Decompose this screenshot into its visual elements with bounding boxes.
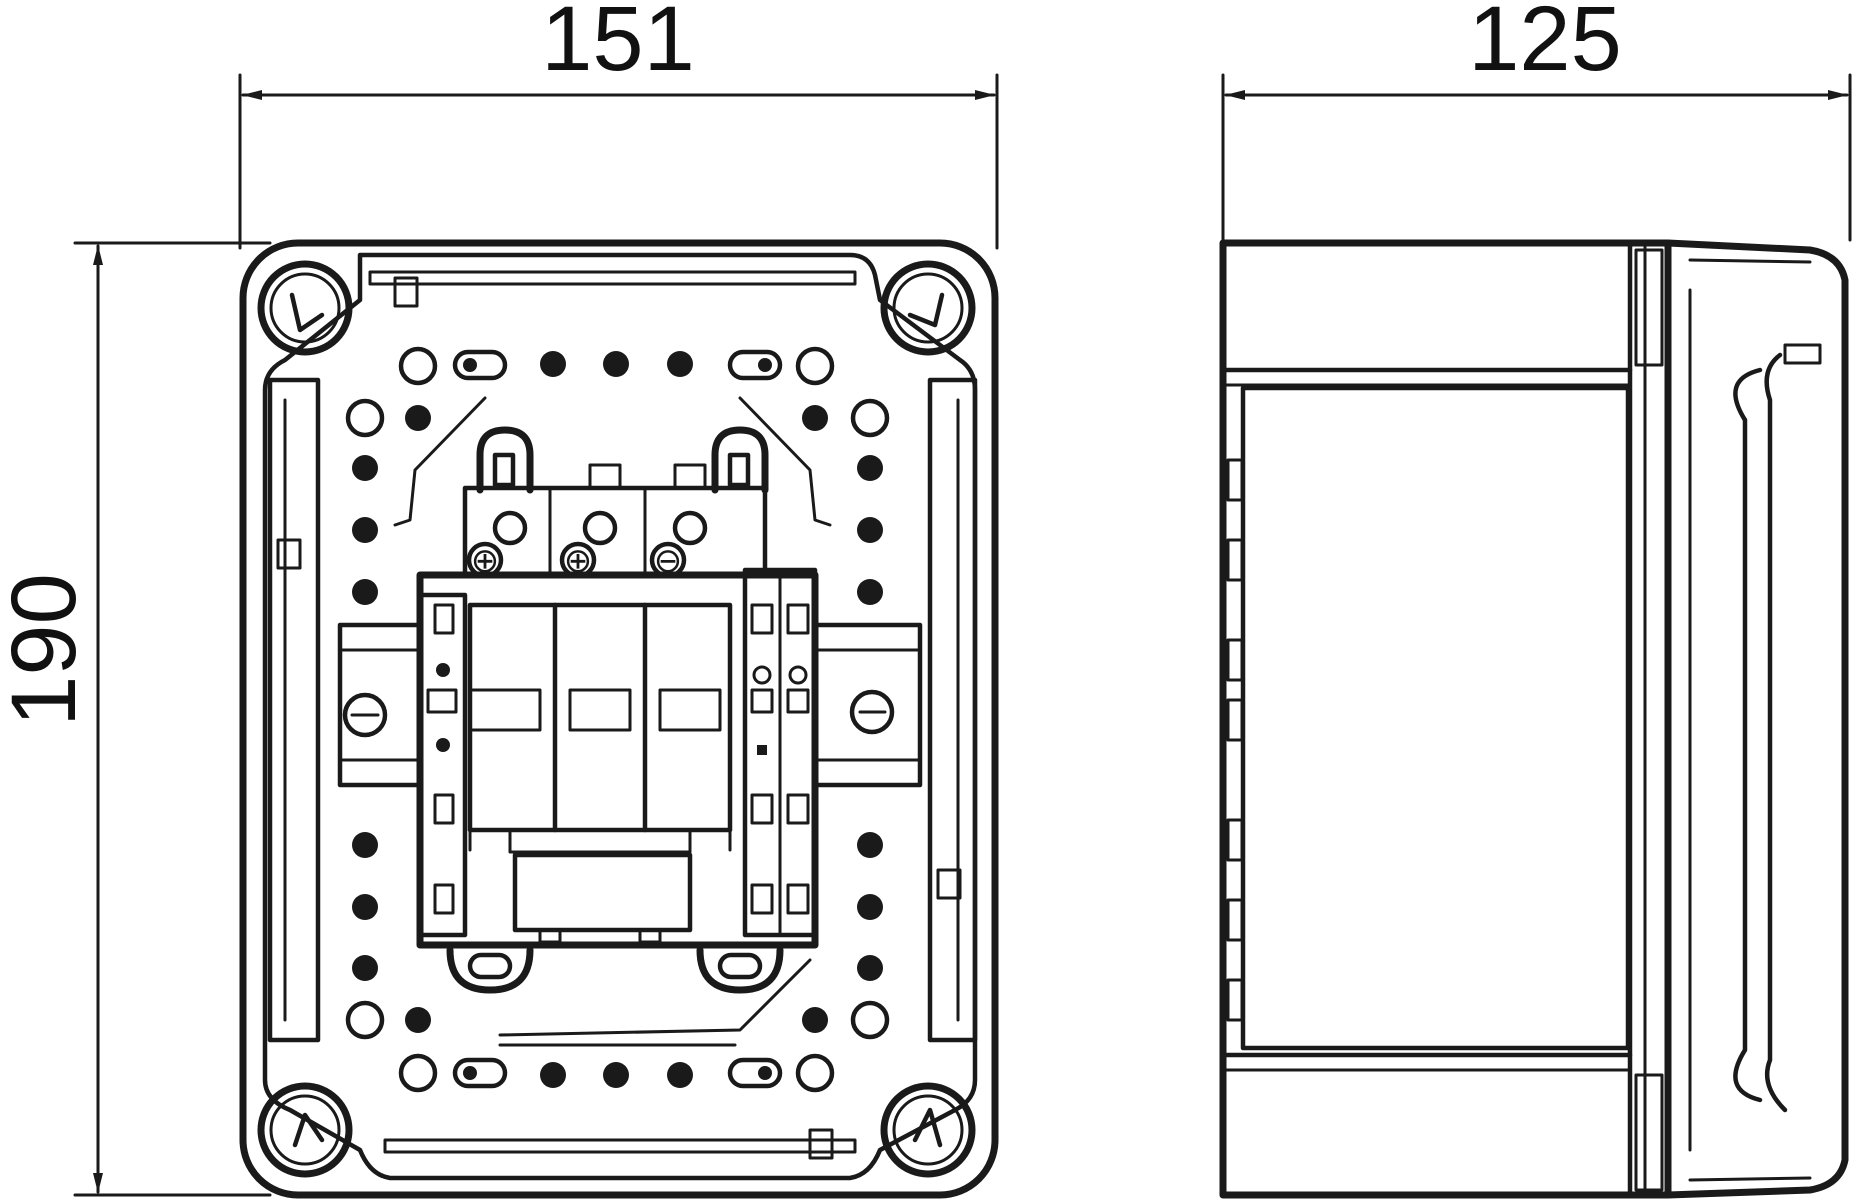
disconnect-switch (416, 571, 819, 949)
top-brackets (476, 426, 769, 494)
corner-screw-tr (880, 260, 976, 356)
housing-outline (239, 239, 999, 1199)
side-notches (1226, 458, 1244, 1022)
mounting-holes (352, 351, 883, 1088)
lid-frame (262, 252, 978, 1181)
left-rail (267, 377, 321, 1043)
left-terminals (417, 592, 468, 938)
depth-label: 125 (1468, 0, 1622, 90)
hinge-strip (1627, 240, 1671, 1198)
dimension-depth: 125 (1221, 0, 1852, 242)
side-panel (1240, 385, 1631, 1051)
open-holes (345, 346, 890, 1093)
side-view (1219, 239, 1849, 1199)
dimension-width: 151 (238, 0, 999, 250)
corner-screw-br (880, 1082, 976, 1178)
oval-slots (452, 349, 783, 1089)
corner-screw-bl (257, 1082, 353, 1178)
width-label: 151 (541, 0, 695, 90)
right-terminals (742, 567, 818, 938)
dimension-height: 190 (0, 241, 272, 1197)
front-view: ⊕ ⊕ ⊖ (239, 239, 999, 1199)
corner-screw-tl (257, 260, 353, 356)
height-label: 190 (0, 573, 95, 727)
side-lid (1664, 239, 1849, 1199)
right-rail (927, 377, 978, 1043)
bottom-brackets (446, 946, 784, 994)
